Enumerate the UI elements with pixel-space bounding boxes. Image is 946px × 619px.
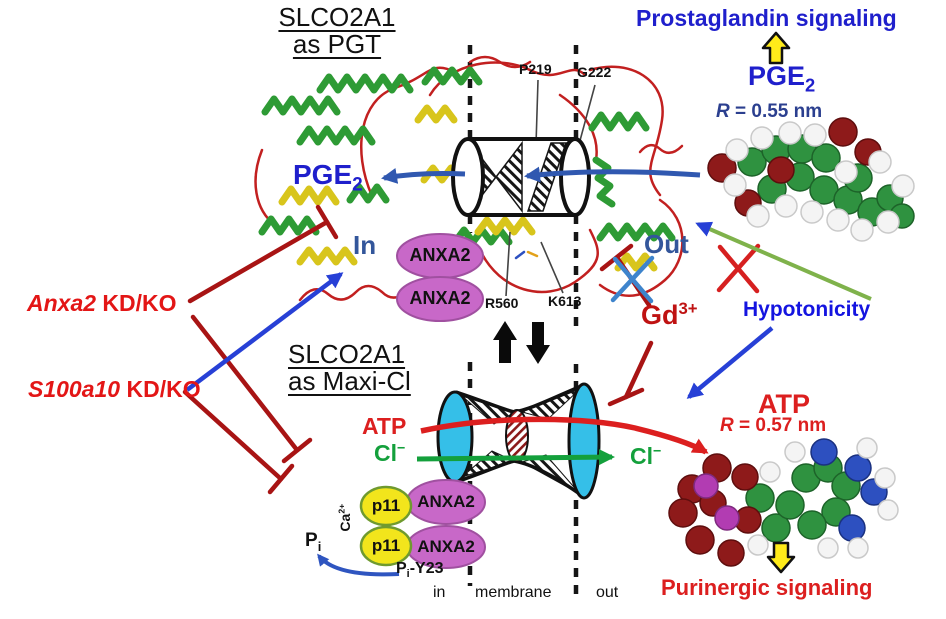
pi-release-arrow [317,553,400,577]
p11-2-label: p11 [371,536,401,555]
hypotonicity-label: Hypotonicity [743,298,871,321]
pge2-left-label: PGE2 [293,159,363,196]
anxa2-upper-2-label: ANXA2 [409,288,471,308]
pge2-molecule [707,117,915,242]
anxa2-ovals-upper [396,233,484,322]
pge2-top-subscript: 2 [805,74,816,96]
maxi-title: SLCO2A1 as Maxi-Cl [288,339,411,397]
prostaglandin-signaling-title: Prostaglandin signaling [636,5,897,31]
residue-k613: K613 [548,293,582,309]
p11-1-label: p11 [371,496,401,515]
residue-leader-lines [505,79,596,297]
signaling-arrows-yellow [761,31,796,574]
pi-label: Pi [305,530,322,554]
protein-ribbon [254,55,684,302]
hypotonicity-blocked-arrow [695,221,872,301]
cl-left-superscript: − [397,440,406,457]
residue-r560: R560 [485,295,519,311]
membrane-dashed-lines [467,45,579,601]
ca2-label: Ca2+ [336,503,353,532]
pi-y23-label: Pi-Y23 [396,560,444,581]
cl-right-label: Cl− [630,443,662,469]
membrane-in-label: in [433,584,446,601]
in-label: In [353,230,377,260]
atp-left-label: ATP [362,413,407,439]
residue-p219: P219 [519,61,552,77]
hypotonicity-activation-arrow [686,326,774,399]
maxi-title-line2: as Maxi-Cl [288,366,411,397]
out-label: Out [644,229,689,259]
atp-molecule [668,437,899,567]
anxa2-p11-complex [359,479,486,569]
knockdown-inhibition-lines [182,204,339,495]
red-cross [716,243,761,294]
atp-efflux-arrow [420,416,709,455]
gd3-superscript: 3+ [678,299,698,318]
blue-cross [610,255,655,304]
pge2-radius-label: R = 0.55 nm [716,101,823,122]
membrane-label: membrane [475,584,552,601]
membrane-out-label: out [596,584,619,601]
ca2-superscript: 2+ [336,503,347,514]
atp-radius-label: R = 0.57 nm [720,415,827,436]
atp-right-label: ATP [758,389,810,419]
pgt-title-line2: as PGT [292,29,382,60]
cl-right-superscript: − [653,443,662,460]
gd3-label: Gd3+ [641,299,698,330]
purinergic-signaling-title: Purinergic signaling [661,575,873,600]
anxa2-upper-1-label: ANXA2 [409,245,471,265]
interconversion-arrows [493,321,550,364]
pgt-title: SLCO2A1 as PGT [262,2,412,60]
pge2-transport-arrow [381,166,701,184]
pi-subscript: i [317,538,322,554]
cl-left-label: Cl− [374,440,406,466]
pge2-top-label: PGE2 [748,61,816,96]
anxa2-kdko-label: Anxa2 KD/KO [27,290,177,316]
pi-y23-subscript: i [406,568,410,581]
cl-efflux-arrow [416,449,615,466]
pge2-left-subscript: 2 [352,174,363,196]
anxa2-lower-2-label: ANXA2 [417,537,475,556]
s100a10-kdko-label: S100a10 KD/KO [28,376,201,402]
residue-g222: G222 [577,64,612,80]
maxi-title-line1: SLCO2A1 [288,339,406,369]
pgt-channel-cylinder [451,137,591,217]
pgt-title-line1: SLCO2A1 [278,2,396,32]
anxa2-lower-1-label: ANXA2 [417,492,475,511]
s100a10-activation-arrow [185,272,344,392]
